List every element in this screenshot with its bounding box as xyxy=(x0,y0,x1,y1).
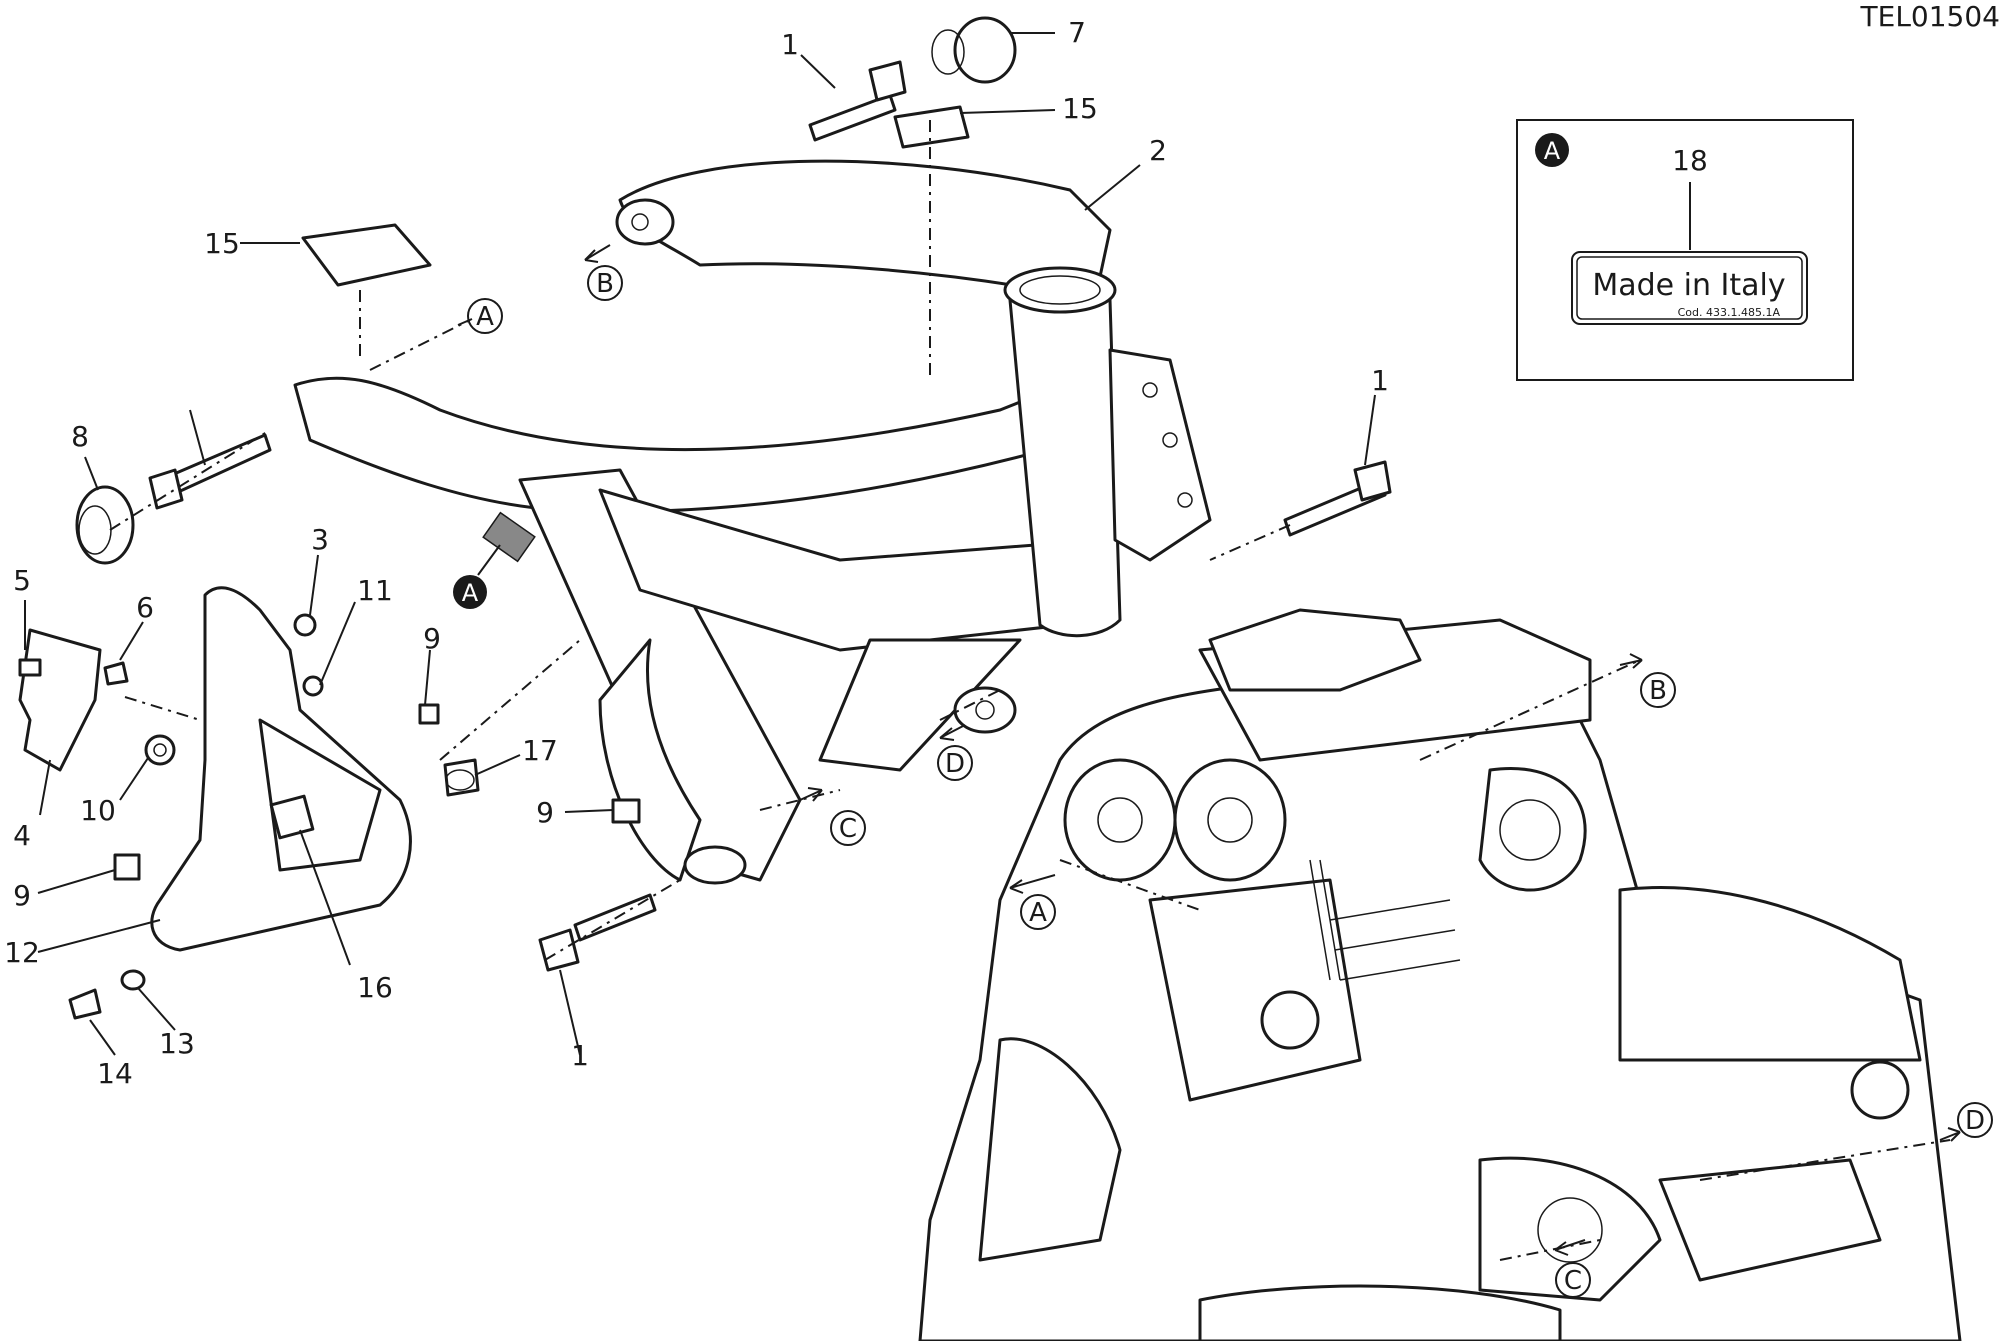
callout-10: 10 xyxy=(80,794,116,827)
reference-letters: A B A B C D A xyxy=(0,0,1993,1298)
callout-8: 8 xyxy=(71,420,89,453)
center-lines xyxy=(109,120,1951,1261)
callout-13: 13 xyxy=(159,1027,195,1060)
ref-c-engine: C xyxy=(1554,1239,1591,1298)
callout-5: 5 xyxy=(13,564,31,597)
svg-text:A: A xyxy=(476,302,494,332)
ref-c-frame: C xyxy=(799,787,866,846)
ref-a-engine: A xyxy=(1009,874,1056,930)
detail-marker-badge xyxy=(1535,133,1569,167)
callout-17: 17 xyxy=(522,734,558,767)
ref-a-frame: A xyxy=(457,298,503,334)
bracket-assembly xyxy=(18,16,1392,1020)
callout-15-top: 15 xyxy=(1062,92,1098,125)
svg-text:C: C xyxy=(1564,1266,1582,1296)
frame-marker-letter: A xyxy=(462,579,479,607)
ref-b-frame: B xyxy=(584,244,623,301)
engine-assembly xyxy=(918,608,1962,1341)
svg-text:B: B xyxy=(596,269,614,299)
svg-text:D: D xyxy=(1965,1106,1985,1136)
callout-labels: 1 7 15 2 15 1 8 3 11 5 6 9 17 9 10 4 9 1… xyxy=(4,16,1389,1090)
frame-marker-badge xyxy=(453,575,487,609)
detail-marker-letter: A xyxy=(1544,137,1561,165)
made-in-italy-label xyxy=(1571,251,1808,325)
callout-1-right: 1 xyxy=(1371,364,1389,397)
ref-d-frame: D xyxy=(937,724,973,781)
callout-9-mid: 9 xyxy=(423,622,441,655)
callout-12: 12 xyxy=(4,936,40,969)
callout-15-left: 15 xyxy=(204,227,240,260)
callout-16: 16 xyxy=(357,971,393,1004)
callout-11: 11 xyxy=(357,574,393,607)
svg-text:D: D xyxy=(945,749,965,779)
callout-3: 3 xyxy=(311,523,329,556)
svg-text:B: B xyxy=(1649,676,1667,706)
ref-d-engine: D xyxy=(1939,1102,1993,1142)
svg-text:A: A xyxy=(1029,898,1047,928)
leader-lines xyxy=(24,32,1376,1056)
detail-box: A 18 Made in Italy Cod. 433.1.485.1A xyxy=(1516,119,1854,381)
drawing-code: TEL01504 xyxy=(1860,0,2000,33)
label-code-text: Cod. 433.1.485.1A xyxy=(1678,306,1781,319)
callout-1-top: 1 xyxy=(781,28,799,61)
main-frame xyxy=(293,159,1212,885)
frame-label-sticker xyxy=(482,511,536,563)
ref-b-engine: B xyxy=(1619,653,1676,708)
callout-7: 7 xyxy=(1068,16,1086,49)
callout-2: 2 xyxy=(1149,134,1167,167)
detail-part-number: 18 xyxy=(1672,144,1708,177)
callout-9-left: 9 xyxy=(13,879,31,912)
callout-14: 14 xyxy=(97,1057,133,1090)
callout-6: 6 xyxy=(136,591,154,624)
detail-box-frame xyxy=(1516,119,1854,381)
callout-4: 4 xyxy=(13,819,31,852)
svg-text:C: C xyxy=(839,814,857,844)
callout-9-right: 9 xyxy=(536,796,554,829)
label-main-text: Made in Italy xyxy=(1592,268,1785,303)
ref-a-left: A xyxy=(0,0,18,7)
callout-1-bottom: 1 xyxy=(571,1039,589,1072)
